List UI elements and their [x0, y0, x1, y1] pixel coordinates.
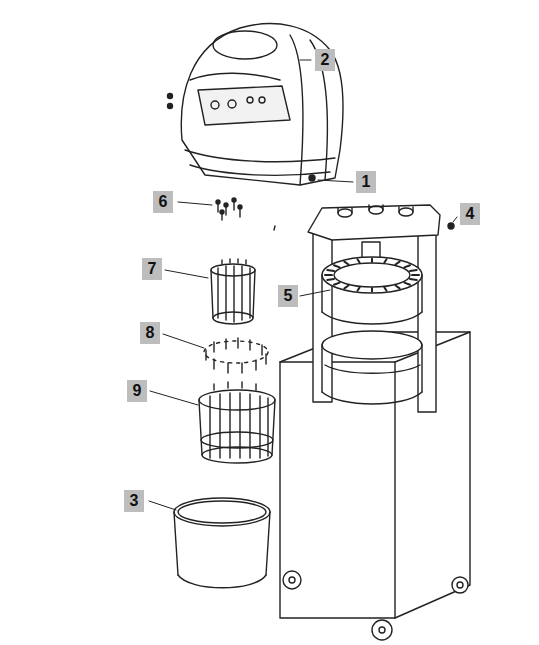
- leader-lines: [149, 60, 457, 510]
- dough-divider-machine: [280, 205, 470, 640]
- callout-number: 5: [278, 287, 298, 305]
- callout-box: 2: [315, 49, 335, 71]
- callout-number: 9: [127, 382, 147, 400]
- ring: [174, 498, 270, 588]
- callout-number: 8: [140, 324, 160, 342]
- pins: [216, 198, 242, 220]
- pin-ring: [204, 338, 268, 373]
- callout-box: 1: [356, 171, 376, 193]
- callout-box: 9: [127, 380, 147, 402]
- callout-box: 4: [460, 203, 480, 225]
- callout-box: 3: [124, 490, 144, 512]
- callout-number: 6: [153, 193, 173, 211]
- callout-number: 1: [356, 173, 376, 191]
- callout-number: 7: [142, 260, 162, 278]
- callout-number: 3: [124, 492, 144, 510]
- cage: [199, 382, 275, 463]
- callout-number: 2: [315, 51, 335, 69]
- cover: [181, 24, 343, 185]
- callout-box: 6: [153, 191, 173, 213]
- knife-assembly: [211, 259, 255, 324]
- callout-box: 8: [140, 322, 160, 344]
- callout-box: 5: [278, 285, 298, 307]
- callout-box: 7: [142, 258, 162, 280]
- callout-number: 4: [460, 205, 480, 223]
